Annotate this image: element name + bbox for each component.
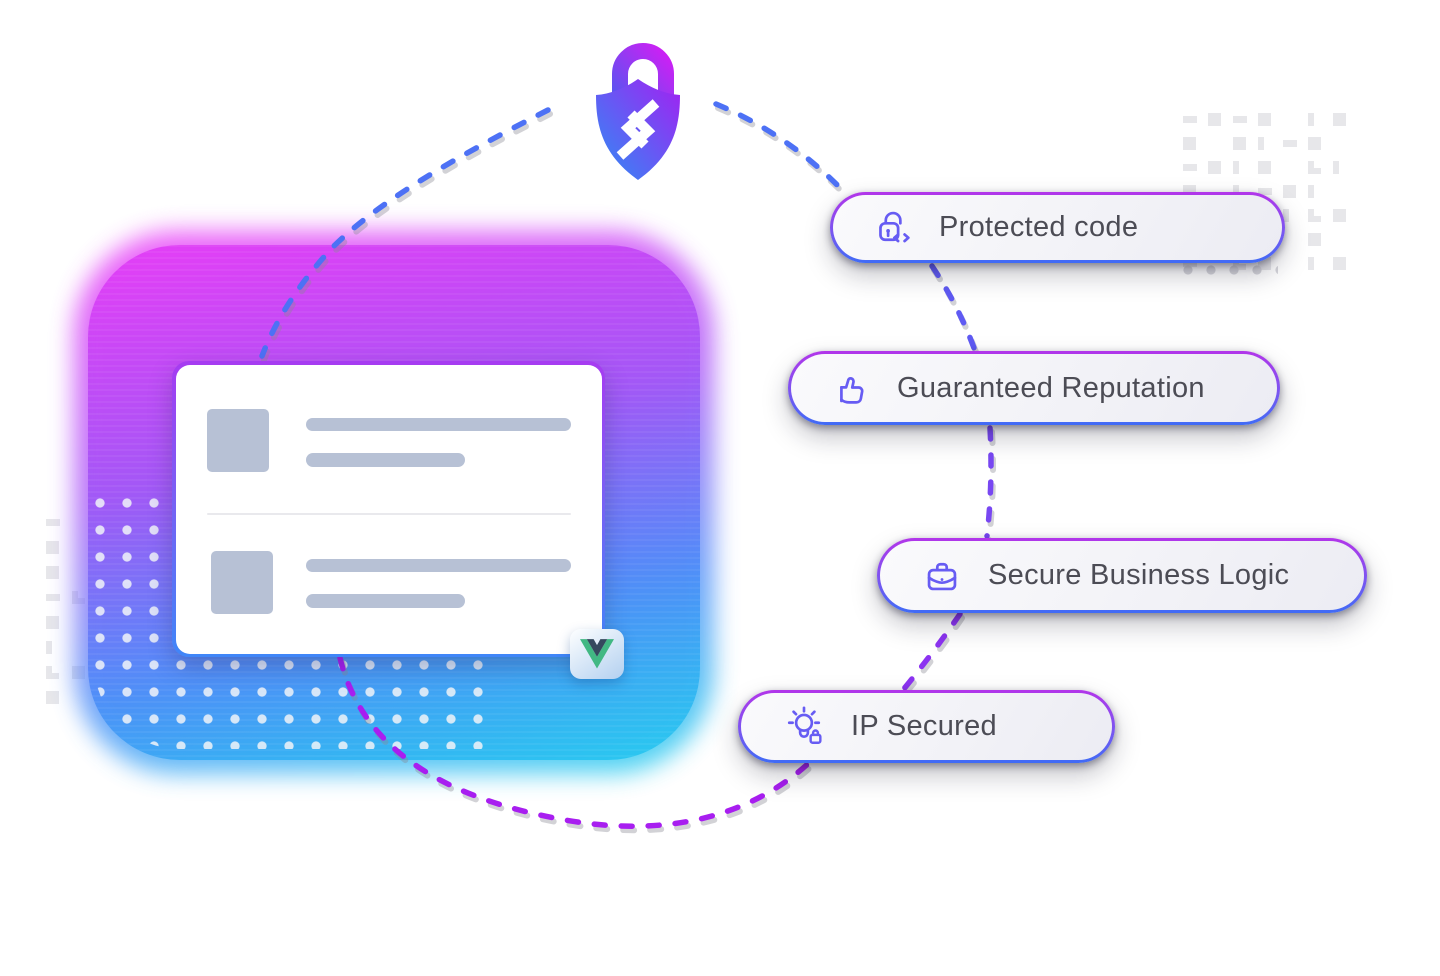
placeholder-thumbnail (210, 550, 273, 614)
lock-code-icon (879, 211, 910, 242)
feature-pill-guaranteed-reputation[interactable]: Guaranteed Reputation (788, 351, 1280, 425)
shield-lock-icon (596, 43, 680, 180)
placeholder-text-line (305, 593, 465, 608)
feature-label: Guaranteed Reputation (897, 371, 1205, 404)
feature-pill-body: IP Secured (741, 693, 1112, 760)
feature-label: Secure Business Logic (988, 559, 1290, 591)
feature-pill-body: Guaranteed Reputation (791, 354, 1277, 422)
lightbulb-lock-icon (787, 706, 822, 744)
feature-label: IP Secured (851, 710, 997, 742)
content-card-body (175, 364, 602, 654)
placeholder-text-line (305, 558, 571, 572)
feature-label: Protected code (939, 211, 1139, 243)
placeholder-text-line (305, 452, 465, 467)
feature-pill-body: Secure Business Logic (880, 541, 1364, 610)
vuejs-logo (580, 639, 614, 669)
placeholder-text-line (305, 417, 571, 431)
content-card (172, 361, 605, 657)
feature-pill-protected-code[interactable]: Protected code (830, 192, 1285, 263)
feature-pill-secure-business-logic[interactable]: Secure Business Logic (877, 538, 1367, 613)
vuejs-logo-badge (570, 629, 624, 679)
briefcase-icon (927, 562, 957, 590)
thumbs-up-icon (840, 377, 864, 404)
feature-pill-ip-secured[interactable]: IP Secured (738, 690, 1115, 763)
placeholder-thumbnail (206, 408, 269, 472)
feature-pill-body: Protected code (833, 195, 1282, 260)
dot-row-decoration (1183, 264, 1278, 276)
divider (206, 512, 571, 515)
